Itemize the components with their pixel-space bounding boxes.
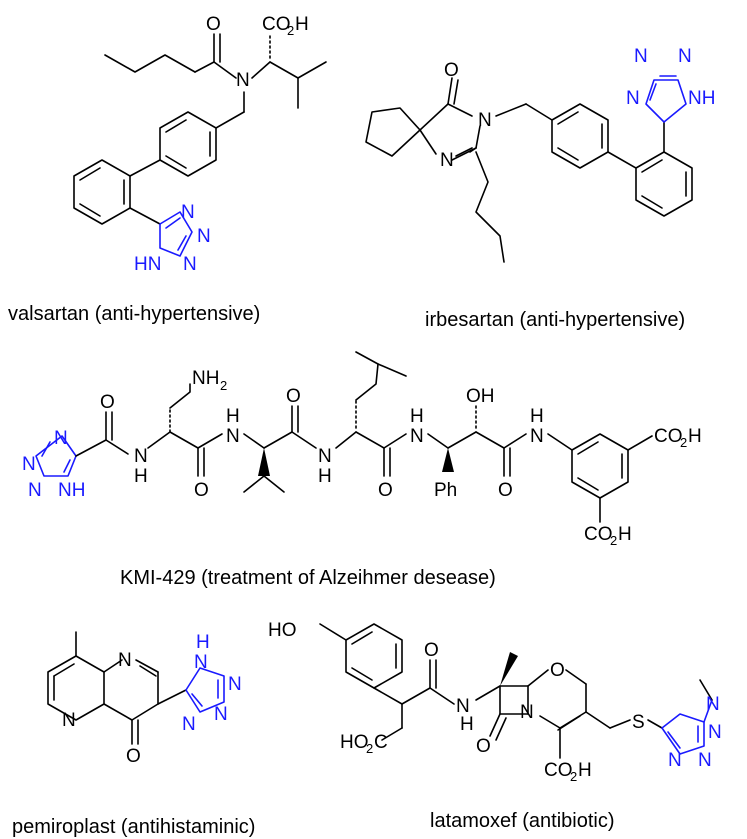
atom-label: H [578,760,592,781]
atom-label: O [100,392,115,413]
atom-label: N [181,202,195,223]
atom-label: CO [544,760,573,781]
atom-label: N [183,254,197,275]
caption-kmi429: KMI-429 (treatment of Alzeihmer desease) [120,567,496,589]
atom-subscript: 2 [610,533,617,548]
atom-label: H [530,406,544,427]
atom-label: N [668,750,682,771]
tetrazole-ring [645,75,687,123]
atom-label: S [632,712,645,733]
atom-label: N [118,650,132,671]
atom-label: HO [268,620,297,641]
atom-label: Ph [434,480,457,501]
atom-label: O [378,480,393,501]
atom-label: NH [688,88,715,109]
stereo-wedge-bond [258,448,270,476]
atom-label: O [444,60,459,81]
atom-label: N [410,426,424,447]
atom-label: N [318,446,332,467]
atom-label: H [618,524,632,545]
atom-label: N [62,710,76,731]
atom-label: CO [654,426,683,447]
atom-label: N [698,750,712,771]
atom-subscript: 2 [220,378,227,393]
tetrazole-ring [185,667,225,713]
atom-label: N [28,480,42,501]
atom-label: CO [584,524,613,545]
tetrazole-ring [159,211,193,257]
atom-label: HN [134,254,161,275]
atom-subscript: 2 [366,741,373,756]
atom-label: NH [192,368,219,389]
stereo-wedge-bond [500,652,518,686]
atom-label: H [226,406,240,427]
tetrazole-ring [35,435,77,477]
kmi429-structure: N N N NH O N H NH 2 O H N O N H O H N Ph… [22,351,702,589]
atom-label: CO [262,14,291,35]
caption-valsartan: valsartan (anti-hypertensive) [8,303,260,325]
atom-label: O [194,480,209,501]
atom-label: O [476,736,491,757]
atom-label: N [706,694,720,715]
caption-irbesartan: irbesartan (anti-hypertensive) [425,309,685,331]
atom-label: N [678,46,692,67]
atom-label: N [440,150,454,171]
atom-label: N [626,88,640,109]
atom-label: N [530,426,544,447]
atom-label: N [54,428,68,449]
atom-label: N [182,714,196,735]
atom-label: N [708,722,722,743]
atom-label: NH [58,480,85,501]
atom-label: N [226,426,240,447]
atom-label: N [194,652,208,673]
atom-label: H [318,466,332,487]
atom-label: H [688,426,702,447]
valsartan-structure: O N CO 2 H N N N HN valsartan (anti-hype… [8,14,327,325]
atom-label: O [424,640,439,661]
pemiroplast-structure: N N O H N N N N pemiroplast (antihistami… [12,631,255,838]
caption-latamoxef: latamoxef (antibiotic) [430,810,615,832]
atom-label: H [134,466,148,487]
atom-label: N [197,226,211,247]
atom-label: N [134,446,148,467]
irbesartan-structure: O N N N N N NH irbesartan (anti-hyperten… [365,46,715,331]
atom-label: N [520,702,534,723]
stereo-wedge-bond [442,448,454,472]
atom-label: N [478,110,492,131]
atom-label: H [196,632,210,653]
atom-label: N [634,46,648,67]
atom-label: N [214,704,228,725]
atom-label: O [498,480,513,501]
atom-label: O [286,386,301,407]
atom-label: O [126,746,141,767]
atom-subscript: 2 [680,435,687,450]
atom-label: O [206,14,221,35]
latamoxef-structure: HO O N H HO 2 C O N O CO 2 H S N N N N l… [268,620,722,832]
atom-label: N [456,696,470,717]
atom-subscript: 2 [287,23,294,38]
atom-label: N [22,454,36,475]
atom-label: HO [340,732,369,753]
atom-label: H [460,714,474,735]
atom-label: O [550,660,565,681]
atom-label: OH [466,386,495,407]
atom-label: N [236,70,250,91]
atom-label: N [228,674,242,695]
atom-subscript: 2 [570,769,577,784]
tetrazole-ring [661,713,705,755]
atom-label: H [295,14,309,35]
caption-pemiroplast: pemiroplast (antihistaminic) [12,816,255,838]
atom-label: C [374,732,388,753]
atom-label: H [410,406,424,427]
